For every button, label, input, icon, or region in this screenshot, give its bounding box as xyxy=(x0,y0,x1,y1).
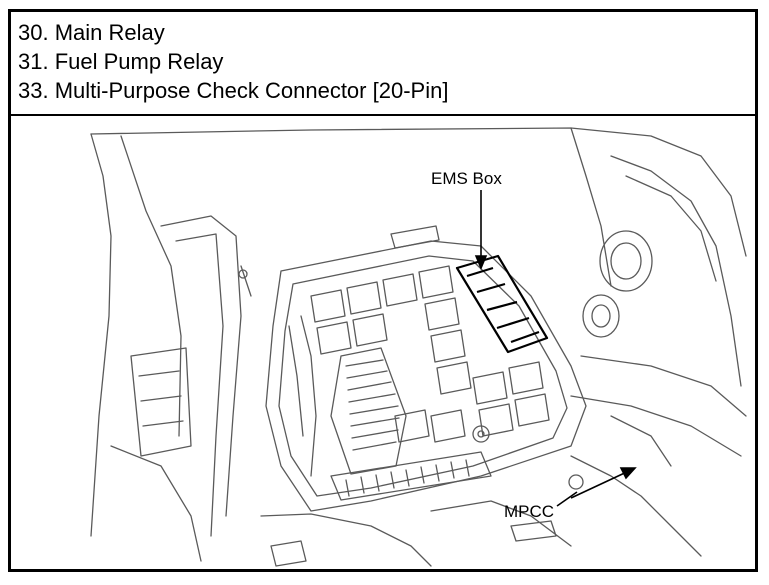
legend: 30. Main Relay 31. Fuel Pump Relay 33. M… xyxy=(11,12,755,116)
background-sketch xyxy=(90,127,747,567)
mpcc-leader-line xyxy=(570,469,632,499)
ems-box-outline xyxy=(455,254,549,354)
legend-item-mpcc: 33. Multi-Purpose Check Connector [20-Pi… xyxy=(18,78,449,103)
ems-box-label: EMS Box xyxy=(431,169,502,188)
mpcc-arrowhead xyxy=(619,467,637,480)
callout-arrows xyxy=(474,190,637,507)
mpcc-pointer-line xyxy=(556,491,578,507)
engine-bay-illustration: EMS Box MPCC xyxy=(11,116,755,569)
legend-item-fuel-pump-relay: 31. Fuel Pump Relay xyxy=(18,49,224,74)
line-drawing: EMS Box MPCC xyxy=(90,127,747,567)
mpcc-label: MPCC xyxy=(504,502,554,521)
ems-box-arrowhead xyxy=(474,255,488,271)
legend-item-main-relay: 30. Main Relay xyxy=(18,20,165,45)
figure-frame: 30. Main Relay 31. Fuel Pump Relay 33. M… xyxy=(8,9,758,572)
